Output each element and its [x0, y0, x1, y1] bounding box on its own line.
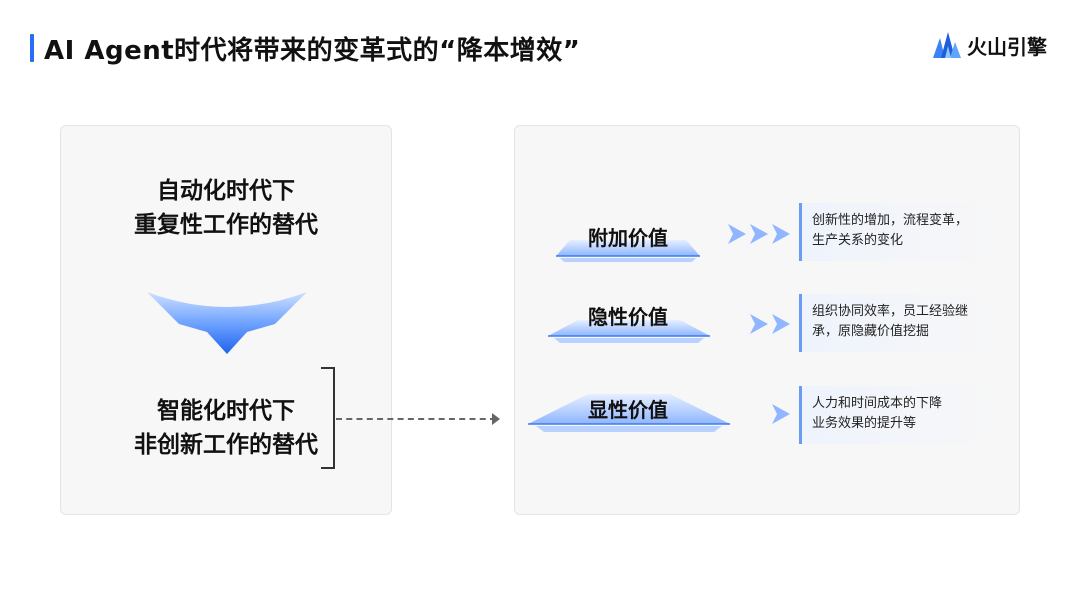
chevron-right-icon — [772, 404, 790, 424]
level-3-chevrons — [772, 404, 790, 424]
level-1-platform — [556, 240, 700, 262]
automation-line-2: 重复性工作的替代 — [134, 212, 318, 238]
chevron-right-icon — [750, 224, 768, 244]
level-2-label: 隐性价值 — [588, 305, 668, 329]
title-accent-bar — [30, 34, 34, 62]
level-3-platform — [528, 394, 730, 432]
level-1-desc-line-2: 生产关系的变化 — [812, 233, 904, 248]
level-1-desc-line-1: 创新性的增加，流程变革， — [812, 213, 969, 228]
level-3-description: 人力和时间成本的下降 业务效果的提升等 — [799, 386, 993, 444]
level-2-description: 组织协同效率，员工经验继 承，原隐藏价值挖掘 — [799, 294, 993, 352]
chevron-right-icon — [728, 224, 746, 244]
automation-line-1: 自动化时代下 — [157, 178, 295, 204]
intelligence-era-text: 智能化时代下 非创新工作的替代 — [61, 394, 391, 462]
level-3-desc-line-2: 业务效果的提升等 — [812, 416, 917, 431]
right-bracket — [321, 367, 335, 469]
connector-arrowhead-icon — [492, 413, 500, 425]
left-panel: 自动化时代下 重复性工作的替代 智能化时代下 非创新工作的替代 — [60, 125, 392, 515]
intelligence-line-1: 智能化时代下 — [157, 398, 295, 424]
chevron-right-icon — [772, 224, 790, 244]
chevron-right-icon — [772, 314, 790, 334]
automation-era-text: 自动化时代下 重复性工作的替代 — [61, 174, 391, 242]
level-2-desc-line-1: 组织协同效率，员工经验继 — [812, 304, 969, 319]
dashed-connector — [336, 418, 496, 420]
volcano-logo-icon — [933, 32, 961, 58]
level-2-platform — [548, 320, 710, 343]
chevron-right-icon — [750, 314, 768, 334]
level-3-label: 显性价值 — [588, 398, 668, 422]
level-3-desc-line-1: 人力和时间成本的下降 — [812, 396, 943, 411]
brand-logo: 火山引擎 — [933, 30, 1047, 60]
level-1-chevrons — [728, 224, 790, 244]
logo-text: 火山引擎 — [967, 34, 1047, 59]
level-2-chevrons — [750, 314, 790, 334]
level-1-description: 创新性的增加，流程变革， 生产关系的变化 — [799, 203, 993, 261]
intelligence-line-2: 非创新工作的替代 — [134, 432, 318, 458]
page-title: AI Agent时代将带来的变革式的“降本增效” — [44, 36, 581, 66]
down-arrow-icon — [147, 292, 307, 354]
level-1-label: 附加价值 — [588, 226, 668, 250]
level-2-desc-line-2: 承，原隐藏价值挖掘 — [812, 324, 930, 339]
